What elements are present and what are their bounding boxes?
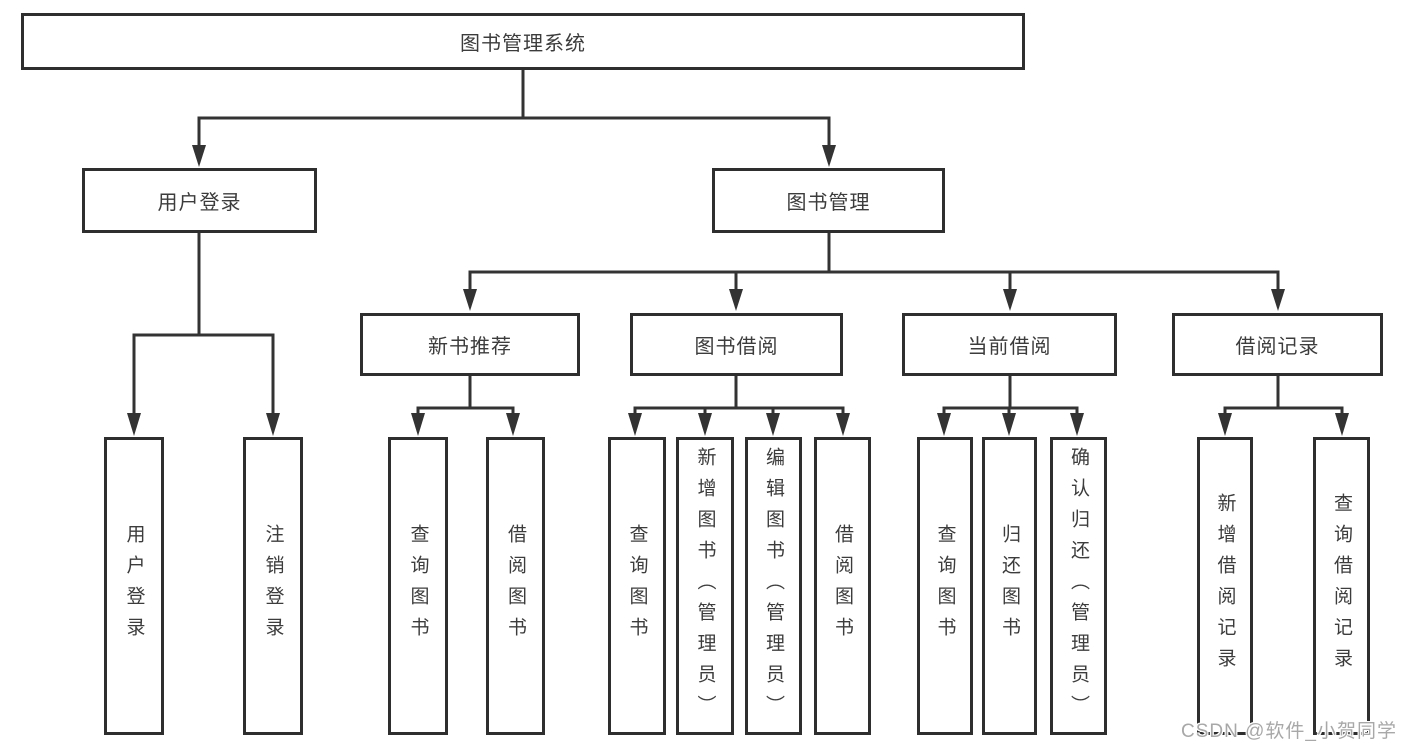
node-return-book: 归还图书 (982, 437, 1037, 735)
node-user-login-group-label: 用户登录 (157, 192, 242, 214)
node-add-book-admin-label: 新增图书（管理员） (694, 446, 716, 726)
node-root: 图书管理系统 (21, 13, 1025, 70)
node-login-label: 用户登录 (123, 524, 145, 648)
node-edit-book-admin-label: 编辑图书（管理员） (763, 446, 784, 726)
csdn-watermark: CSDN @软件_小贺同学 (1181, 721, 1397, 742)
node-add-borrow-record-label: 新增借阅记录 (1214, 493, 1236, 679)
node-borrow-records: 借阅记录 (1172, 313, 1383, 376)
connector-user-login-children (127, 233, 280, 436)
node-borrow-records-label: 借阅记录 (1235, 336, 1320, 358)
node-new-book-recommend-label: 新书推荐 (428, 336, 512, 358)
node-confirm-return-admin-label: 确认归还（管理员） (1068, 446, 1089, 726)
node-new-book-recommend: 新书推荐 (360, 313, 580, 376)
connector-current-borrow-children (937, 376, 1084, 436)
node-query-book-current: 查询图书 (917, 437, 973, 735)
node-add-book-admin: 新增图书（管理员） (676, 437, 734, 735)
node-borrow-book: 借阅图书 (814, 437, 871, 735)
node-edit-book-admin: 编辑图书（管理员） (745, 437, 802, 735)
connector-root-to-level2 (192, 70, 836, 167)
node-book-mgmt: 图书管理 (712, 168, 945, 233)
node-borrow-book-label: 借阅图书 (832, 524, 853, 648)
node-query-book-borrow: 查询图书 (608, 437, 666, 735)
node-query-book-borrow-label: 查询图书 (626, 524, 648, 648)
node-user-login-group: 用户登录 (82, 168, 317, 233)
node-borrow-book-recommend: 借阅图书 (486, 437, 545, 735)
node-logout-label: 注销登录 (262, 524, 284, 648)
node-current-borrow: 当前借阅 (902, 313, 1117, 376)
connector-new-book-children (411, 376, 520, 436)
node-add-borrow-record: 新增借阅记录 (1197, 437, 1253, 735)
node-book-borrow: 图书借阅 (630, 313, 843, 376)
node-root-label: 图书管理系统 (460, 33, 586, 55)
node-current-borrow-label: 当前借阅 (967, 336, 1052, 358)
connector-book-borrow-children (628, 376, 850, 436)
node-query-book-current-label: 查询图书 (934, 524, 956, 648)
node-query-borrow-record-label: 查询借阅记录 (1331, 493, 1352, 679)
connector-book-mgmt-children (463, 233, 1285, 311)
node-query-book-recommend: 查询图书 (388, 437, 448, 735)
node-borrow-book-recommend-label: 借阅图书 (505, 524, 526, 648)
node-return-book-label: 归还图书 (999, 524, 1020, 648)
connector-borrow-records-children (1218, 376, 1349, 436)
node-book-borrow-label: 图书借阅 (694, 336, 779, 358)
node-query-borrow-record: 查询借阅记录 (1313, 437, 1370, 735)
node-query-book-recommend-label: 查询图书 (407, 524, 429, 648)
node-login: 用户登录 (104, 437, 164, 735)
node-logout: 注销登录 (243, 437, 303, 735)
node-book-mgmt-label: 图书管理 (786, 192, 871, 214)
node-confirm-return-admin: 确认归还（管理员） (1050, 437, 1107, 735)
